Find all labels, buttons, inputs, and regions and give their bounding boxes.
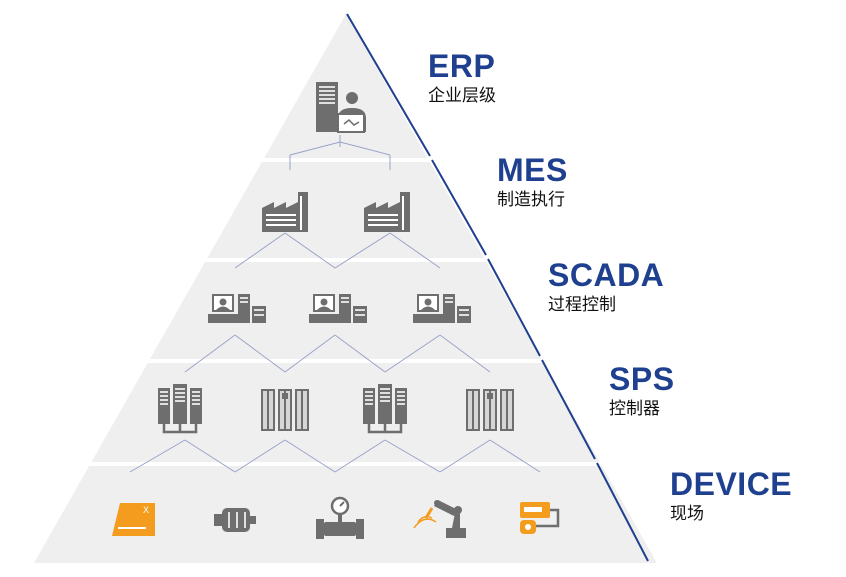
level-code-erp: ERP [428, 48, 496, 84]
device-motor-icon [214, 508, 256, 532]
level-sps: SPS 控制器 [609, 362, 675, 420]
connectors [129, 135, 541, 473]
level-name-sps: 控制器 [609, 399, 660, 419]
level-erp: ERP 企业层级 [428, 49, 496, 107]
sps-rack-icon-3 [361, 382, 409, 434]
sps-rack-icon-1 [156, 382, 204, 434]
tier-erp [34, 14, 657, 158]
pyramid-edge [346, 13, 649, 562]
erp-server-user-icon [316, 82, 366, 133]
tier-mes [34, 162, 657, 258]
level-mes: MES 制造执行 [497, 153, 568, 211]
level-name-mes: 制造执行 [497, 190, 565, 210]
level-code-scada: SCADA [548, 257, 665, 293]
device-sensor-icon [520, 502, 560, 534]
level-name-erp: 企业层级 [428, 86, 496, 106]
level-code-sps: SPS [609, 361, 675, 397]
level-code-device: DEVICE [670, 466, 793, 502]
level-code-mes: MES [497, 152, 568, 188]
level-name-scada: 过程控制 [548, 295, 616, 315]
level-name-device: 现场 [670, 504, 704, 524]
level-device: DEVICE 现场 [670, 467, 792, 525]
device-panel-icon: X [112, 503, 155, 536]
tier-sps [34, 363, 657, 462]
level-scada: SCADA 过程控制 [548, 258, 664, 316]
device-valve-gauge-icon [316, 496, 364, 539]
device-tag-label: X [143, 505, 149, 515]
device-robot-arm-icon [413, 500, 466, 538]
sps-rack-icon-2 [261, 389, 309, 431]
sps-rack-icon-4 [466, 389, 514, 431]
